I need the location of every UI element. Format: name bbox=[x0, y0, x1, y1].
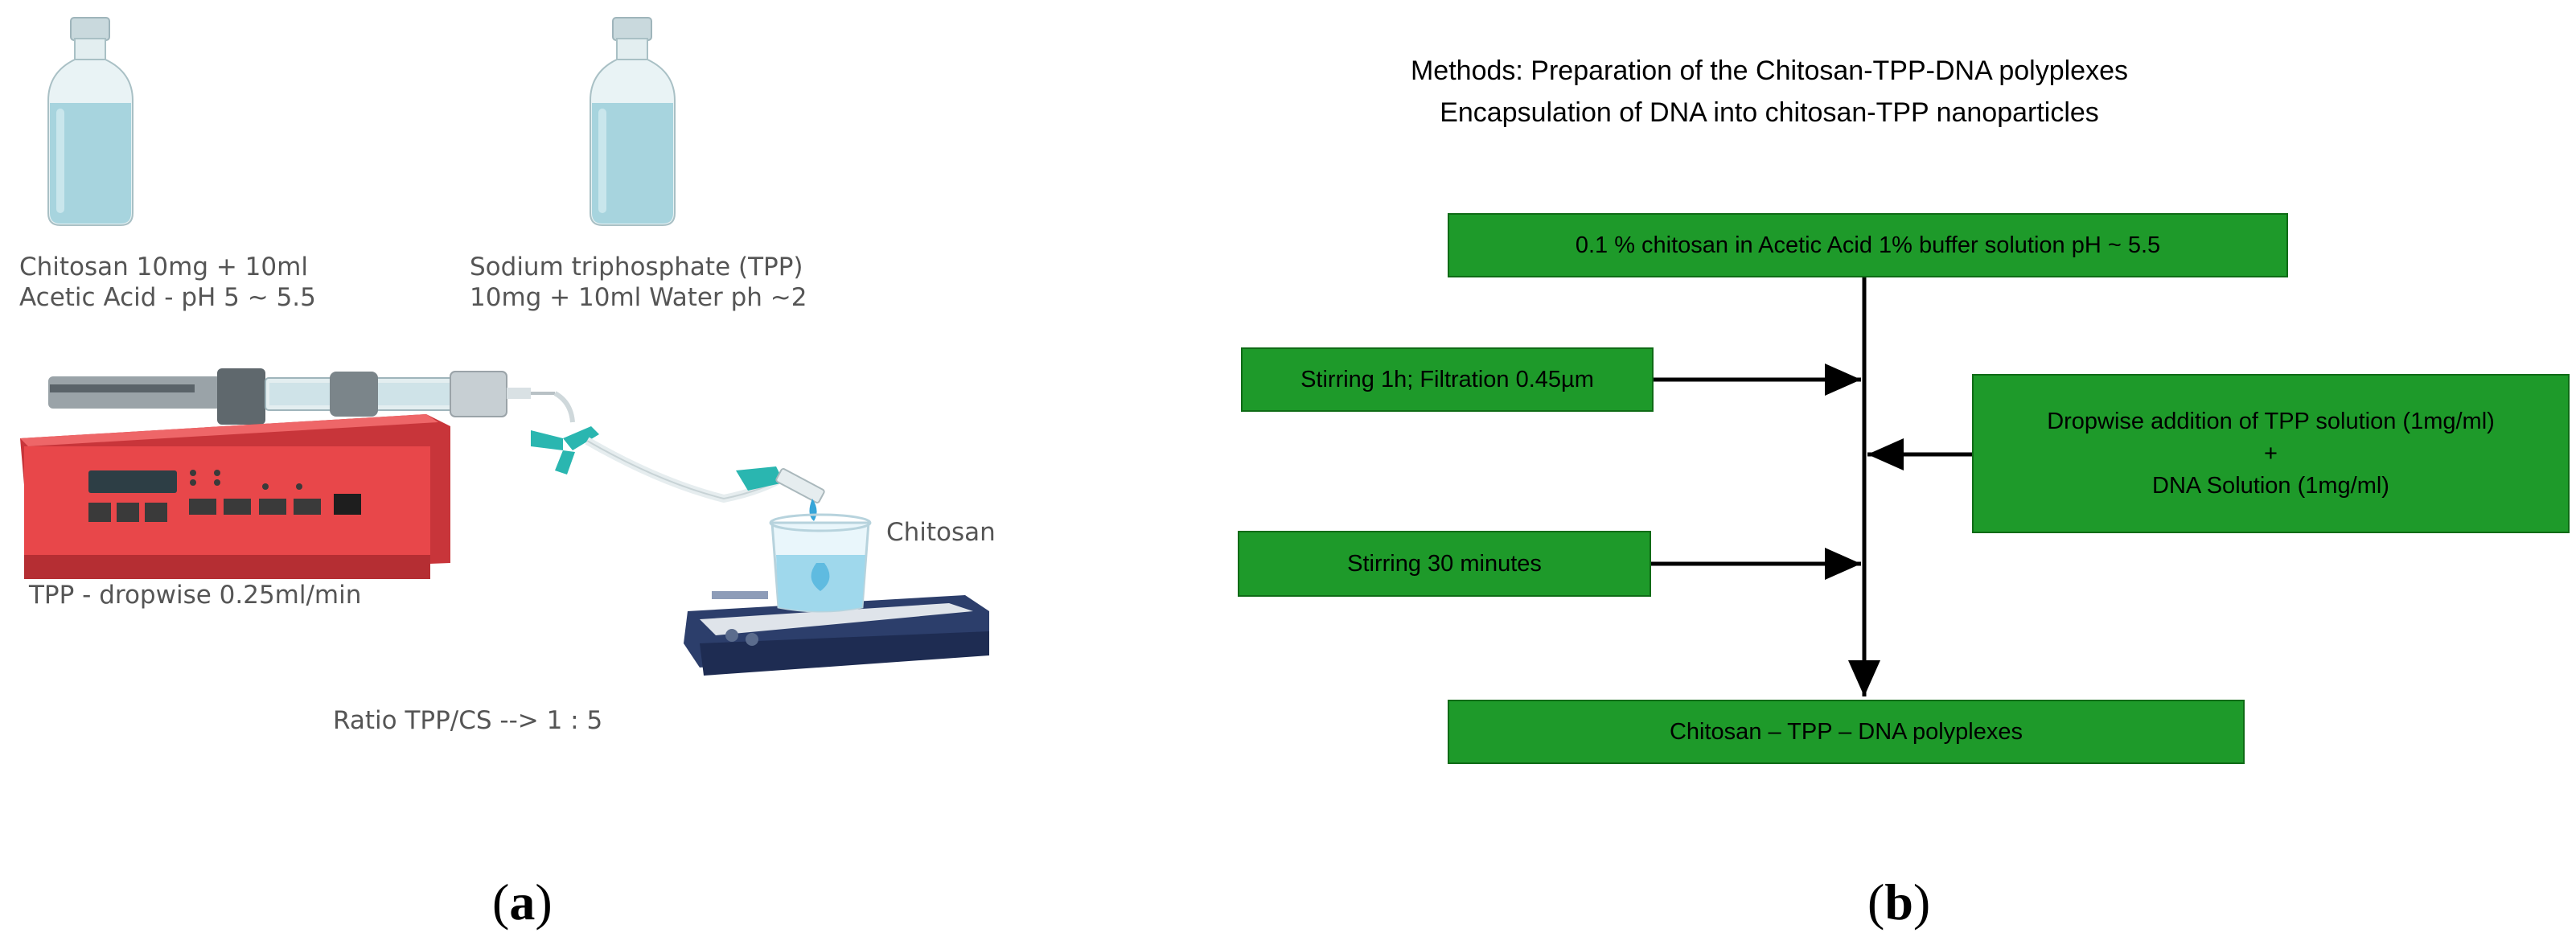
box-polyplexes: Chitosan – TPP – DNA polyplexes bbox=[1448, 700, 2245, 764]
beaker-stirrer-icon bbox=[684, 513, 989, 676]
tpp-bottle-label-line2: 10mg + 10ml Water ph ~2 bbox=[470, 283, 807, 312]
box-stirring-30-minutes: Stirring 30 minutes bbox=[1238, 531, 1651, 597]
caption-a: (a) bbox=[492, 873, 553, 931]
caption-b: (b) bbox=[1867, 873, 1931, 931]
syringe-pump-icon bbox=[20, 368, 555, 579]
chitosan-bottle-label-line1: Chitosan 10mg + 10ml bbox=[19, 253, 308, 281]
tpp-bottle-icon bbox=[590, 17, 676, 226]
panel-b-title-line2: Encapsulation of DNA into chitosan-TPP n… bbox=[1440, 97, 2099, 128]
pump-label: TPP - dropwise 0.25ml/min bbox=[29, 581, 362, 610]
box-dropwise-addition: Dropwise addition of TPP solution (1mg/m… bbox=[1972, 374, 2570, 533]
box-chitosan-solution: 0.1 % chitosan in Acetic Acid 1% buffer … bbox=[1448, 213, 2288, 277]
chitosan-bottle-label-line2: Acetic Acid - pH 5 ~ 5.5 bbox=[19, 283, 316, 312]
panel-b-title-line1: Methods: Preparation of the Chitosan-TPP… bbox=[1410, 55, 2128, 86]
ratio-label: Ratio TPP/CS --> 1 : 5 bbox=[333, 706, 603, 735]
beaker-label: Chitosan bbox=[886, 518, 996, 547]
tpp-bottle-label-line1: Sodium triphosphate (TPP) bbox=[470, 253, 803, 281]
chitosan-bottle-icon bbox=[47, 17, 134, 226]
butterfly-needle-icon bbox=[531, 391, 825, 521]
box-stirring-filtration: Stirring 1h; Filtration 0.45µm bbox=[1241, 347, 1654, 412]
